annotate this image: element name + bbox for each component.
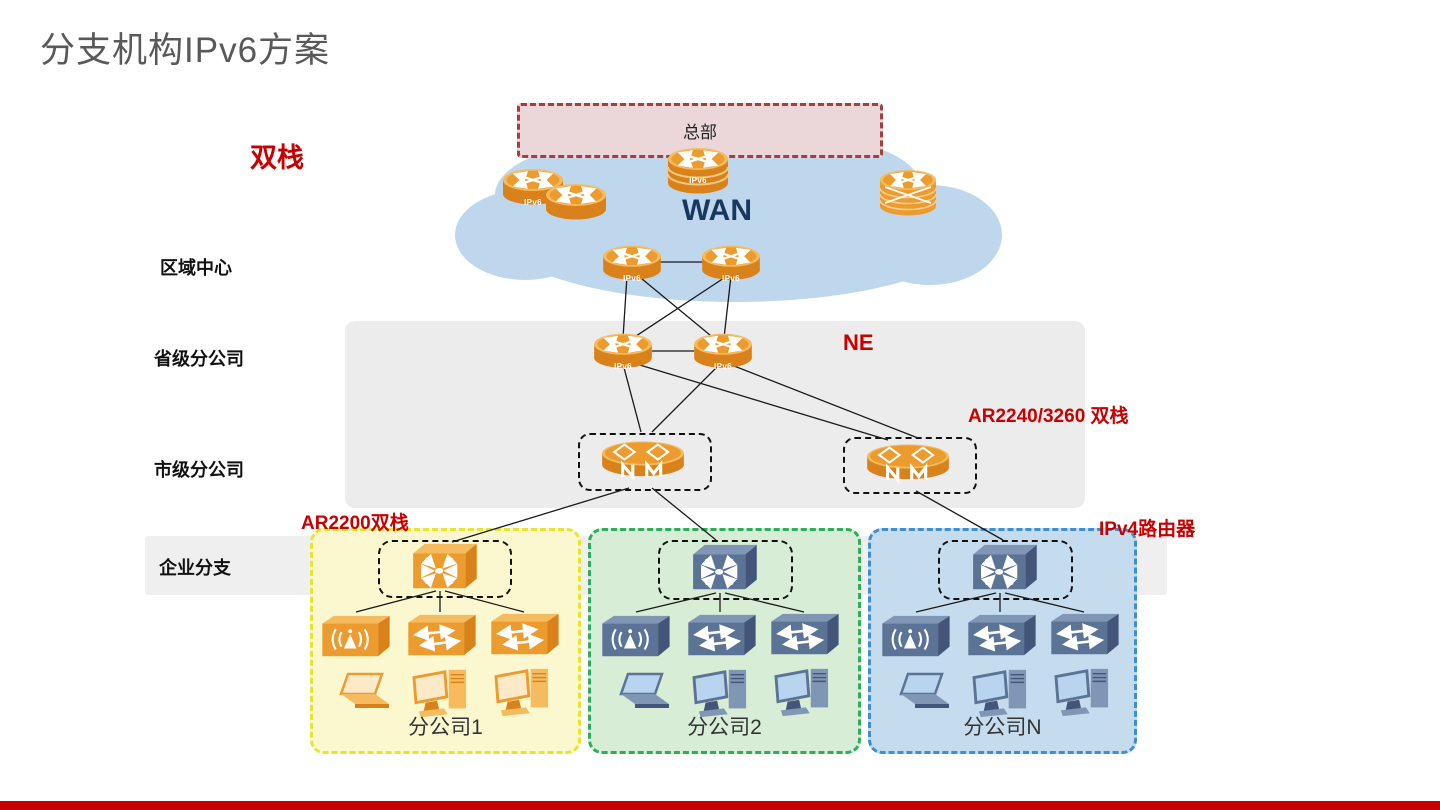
branch-router (965, 541, 1041, 595)
wan-router-top: IPv6 (660, 139, 736, 201)
branch-card-3: 分公司N (868, 528, 1137, 754)
city-ar-router-left (593, 433, 693, 485)
branch-router (405, 540, 481, 594)
row-label-provincial-branch: 省级分公司 (154, 349, 244, 369)
branch-name: 分公司1 (408, 716, 483, 739)
ipv6-label: IPv6 (689, 176, 707, 185)
ipv6-label: IPv6 (614, 362, 632, 371)
wireless-ap-icon (596, 612, 674, 662)
regional-router-right: IPv6 (695, 237, 767, 287)
wan-router-right (876, 162, 940, 222)
wan-label: WAN (682, 194, 752, 227)
dual-stack-label: 双栈 (250, 143, 304, 173)
laptop-icon (892, 672, 958, 716)
ipv4-router-annotation: IPv4路由器 (1099, 519, 1196, 540)
wan-router-left-front: IPv6 (496, 160, 570, 212)
row-label-regional-center: 区域中心 (160, 258, 232, 278)
branch-name: 分公司2 (687, 716, 762, 739)
row-label-city-branch: 市级分公司 (154, 460, 244, 480)
branch-router (685, 541, 761, 595)
ipv6-label: IPv6 (524, 198, 542, 207)
switch-icon (682, 611, 760, 661)
ar2240-annotation: AR2240/3260 双栈 (968, 406, 1129, 427)
switch-icon (962, 611, 1040, 661)
regional-router-left: IPv6 (596, 237, 668, 287)
switch-icon (402, 611, 480, 661)
page-title: 分支机构IPv6方案 (40, 31, 331, 70)
ne-annotation: NE (843, 330, 874, 355)
branch-card-2: 分公司2 (588, 528, 861, 754)
headquarters-label: 总部 (683, 123, 717, 142)
laptop-icon (332, 672, 398, 716)
switch-icon (1045, 610, 1123, 660)
wan-router-left-back (539, 175, 613, 227)
ar2200-annotation: AR2200双栈 (301, 513, 409, 534)
provincial-router-right: IPv6 (687, 325, 759, 375)
switch-icon (485, 610, 563, 660)
ipv6-label: IPv6 (623, 274, 641, 283)
ipv6-label: IPv6 (722, 274, 740, 283)
switch-icon (765, 610, 843, 660)
row-label-enterprise-branch: 企业分支 (159, 558, 231, 578)
city-ar-router-right (858, 436, 958, 488)
wireless-ap-icon (876, 612, 954, 662)
branch-name: 分公司N (963, 716, 1042, 739)
branch-card-1: 分公司1 (310, 528, 581, 754)
ipv6-label: IPv6 (714, 362, 732, 371)
provincial-router-left: IPv6 (587, 325, 659, 375)
laptop-icon (612, 672, 678, 716)
footer-accent-bar (0, 801, 1440, 810)
wireless-ap-icon (316, 612, 394, 662)
